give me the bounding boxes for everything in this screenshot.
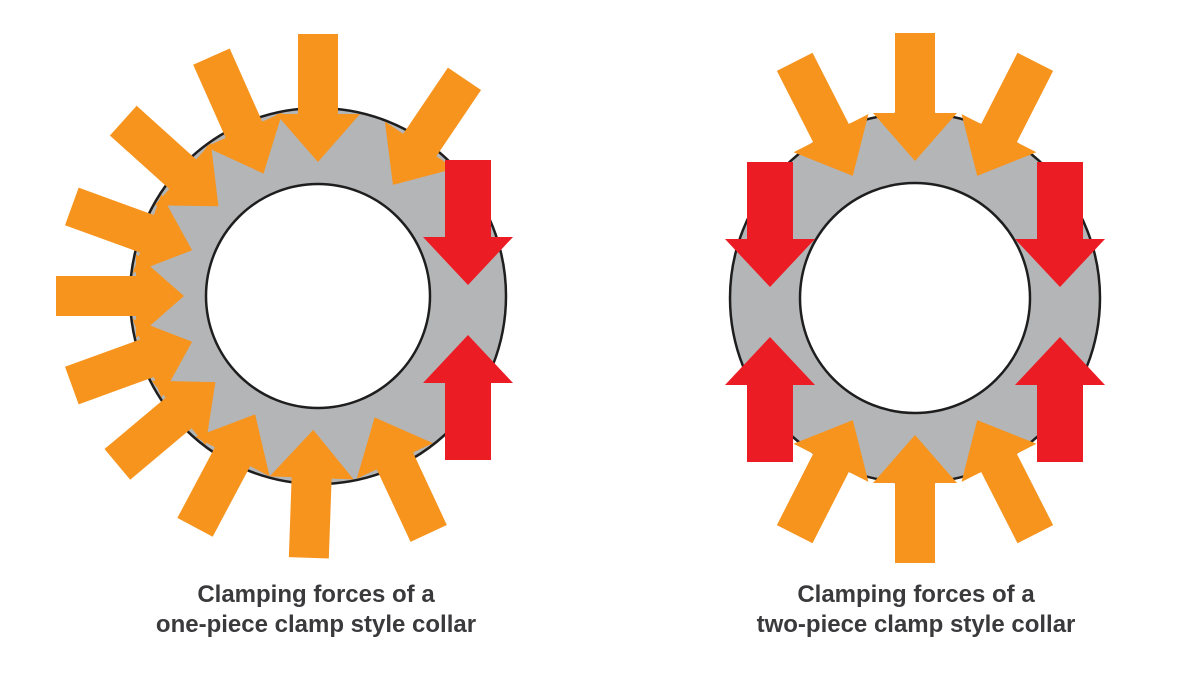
red-clamp-arrow-up: [725, 337, 815, 462]
orange-force-arrow: [873, 33, 957, 161]
orange-force-arrow: [56, 254, 184, 338]
orange-force-arrow: [177, 414, 270, 537]
orange-force-arrow: [776, 52, 869, 176]
orange-force-arrow: [64, 187, 193, 274]
caption-line-1: Clamping forces of a: [797, 581, 1035, 608]
one-piece-collar-illustration: [56, 34, 513, 559]
red-clamp-arrow-up: [423, 335, 513, 460]
two-piece-collar-illustration: [725, 33, 1105, 563]
orange-force-arrow: [873, 435, 957, 563]
red-clamp-arrow-down: [725, 162, 815, 287]
collar-bore: [204, 182, 432, 410]
orange-force-arrow: [276, 34, 360, 162]
orange-force-arrow: [961, 420, 1054, 544]
orange-force-arrow: [104, 380, 216, 480]
red-clamp-arrow-down: [1015, 162, 1105, 287]
one-piece-diagram-panel: Clamping forces of a one-piece clamp sty…: [56, 34, 513, 638]
orange-force-arrow: [109, 105, 219, 207]
caption-line-2: one-piece clamp style collar: [155, 611, 477, 638]
caption-line-2: two-piece clamp style collar: [756, 611, 1076, 638]
red-clamp-arrow-up: [1015, 337, 1105, 462]
two-piece-diagram-panel: Clamping forces of a two-piece clamp sty…: [600, 0, 1200, 694]
orange-force-arrow: [961, 52, 1054, 176]
orange-force-arrow: [193, 48, 283, 174]
orange-force-arrow: [269, 429, 354, 559]
orange-force-arrow: [384, 67, 482, 185]
red-clamp-arrow-down: [423, 160, 513, 285]
two-piece-caption: Clamping forces of a two-piece clamp sty…: [616, 580, 1200, 640]
orange-force-arrow: [776, 420, 869, 544]
one-piece-caption: Clamping forces of a one-piece clamp sty…: [16, 580, 616, 640]
orange-force-arrow: [356, 417, 447, 542]
caption-line-1: Clamping forces of a: [197, 581, 435, 608]
collar-bore: [798, 181, 1032, 415]
